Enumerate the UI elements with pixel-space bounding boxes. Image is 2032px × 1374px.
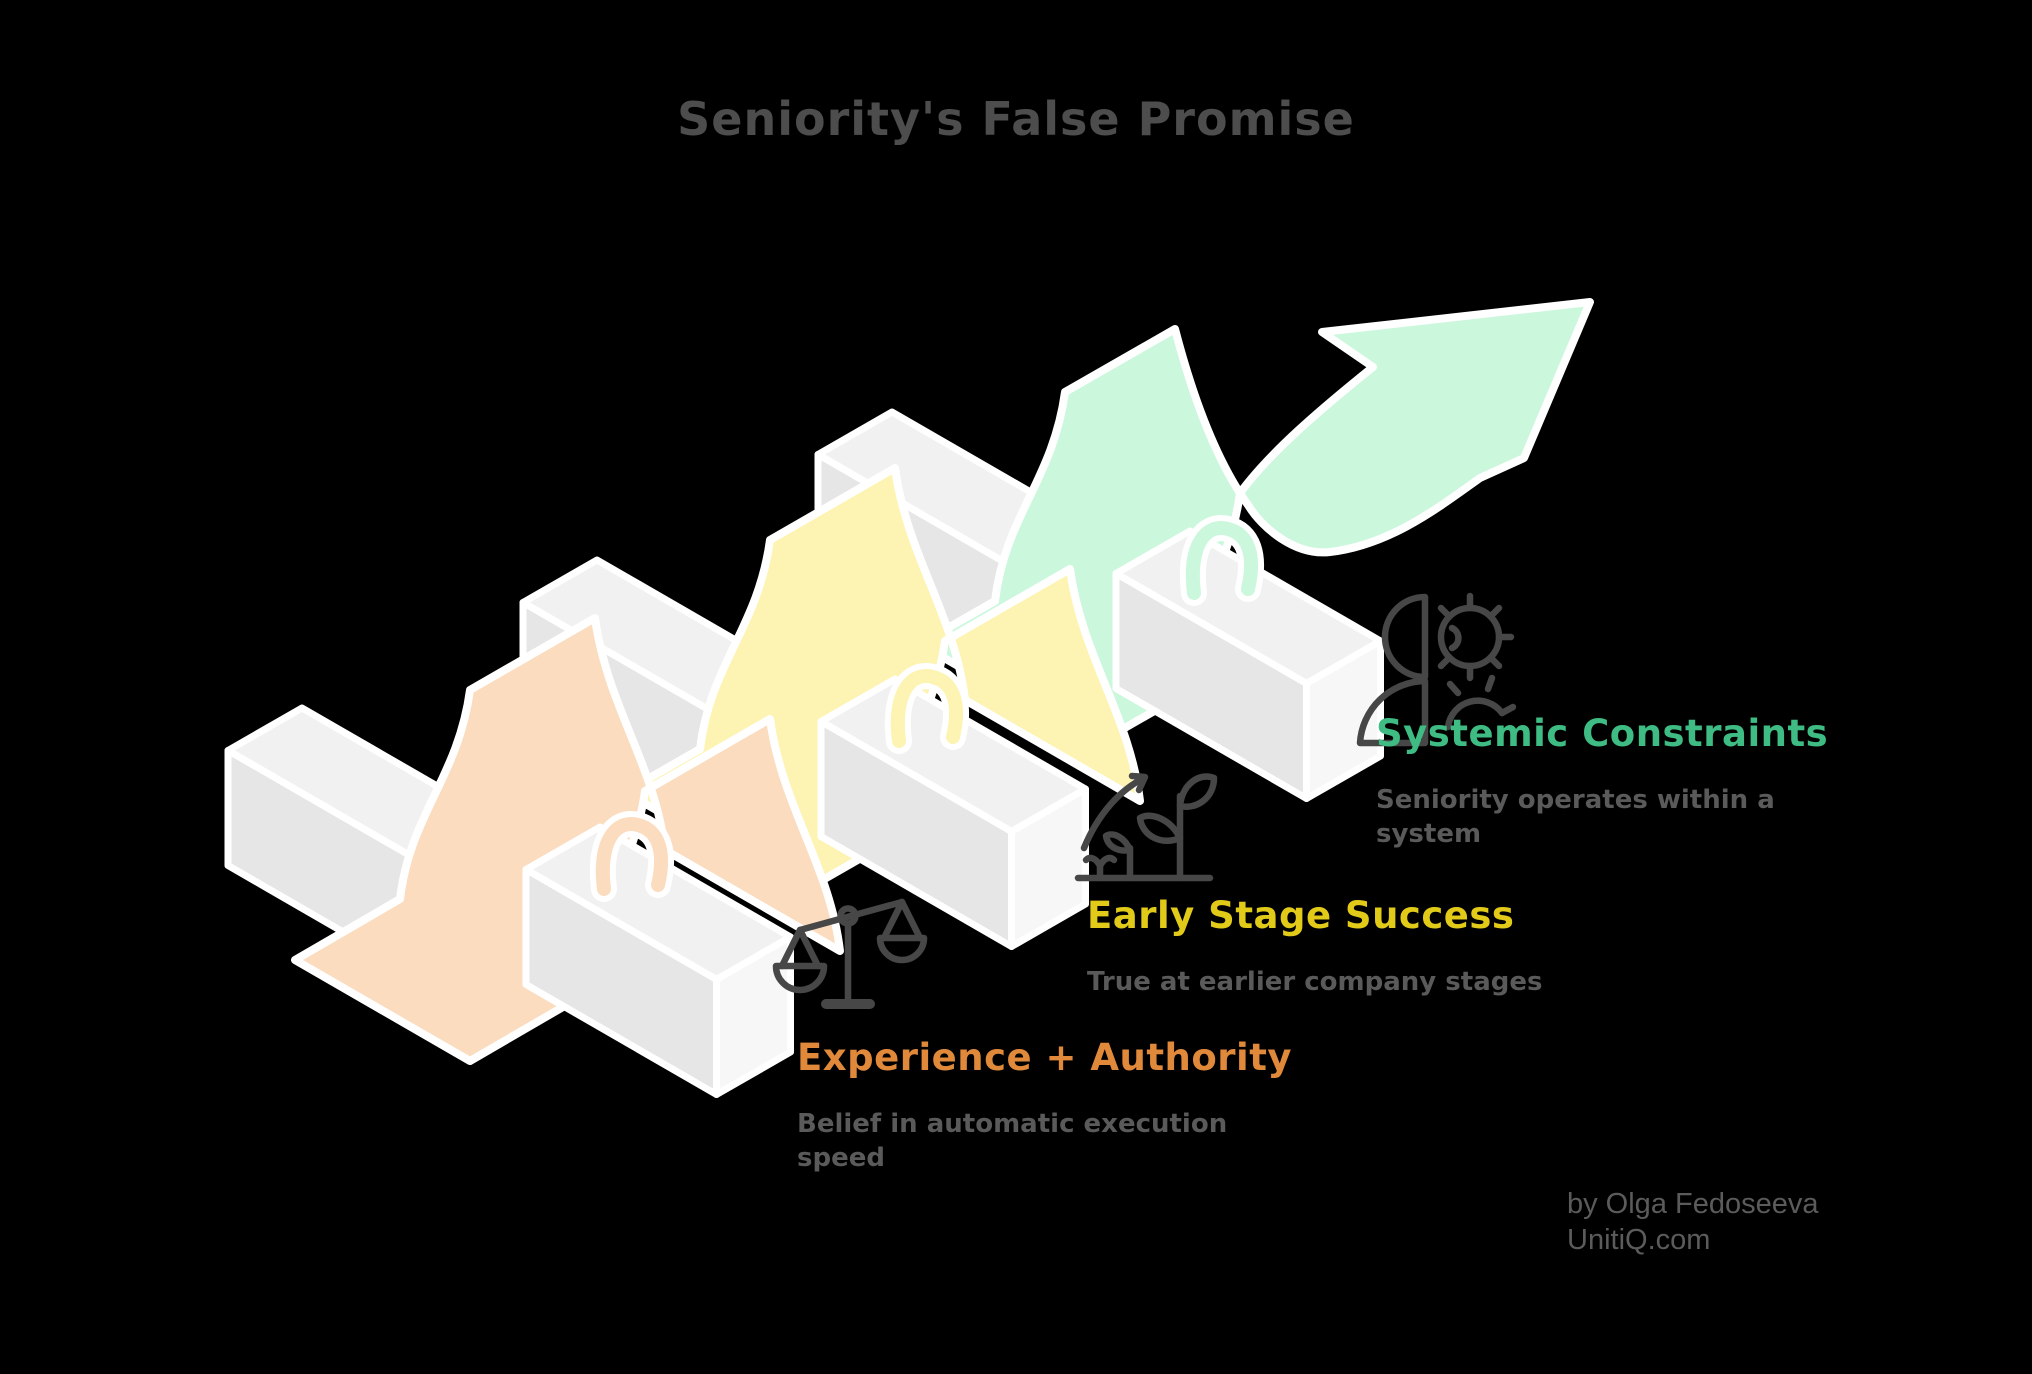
growth-plant-icon	[1074, 772, 1218, 882]
attribution-byline: by Olga Fedoseeva	[1567, 1188, 1819, 1220]
stage-early-success-description: True at earlier company stages	[1087, 967, 1543, 997]
attribution-site: UnitiQ.com	[1567, 1224, 1711, 1257]
stage-systemic-constraints-description: Seniority operates within a system	[1376, 785, 1775, 850]
stage-experience-description: Belief in automatic execution speed	[797, 1109, 1228, 1174]
ribbon-loop-2	[884, 663, 970, 754]
ribbon-loop-1	[589, 811, 675, 902]
ribbon-loop-3	[1179, 515, 1265, 606]
attribution: by Olga Fedoseeva UnitiQ.com	[1567, 1186, 1818, 1259]
stage-systemic-constraints-heading: Systemic Constraints	[1376, 712, 1829, 755]
stage-early-success: Early Stage Success True at earlier comp…	[1087, 894, 1542, 999]
stage-systemic-constraints: Systemic Constraints Seniority operates …	[1376, 712, 1836, 852]
page-title: Seniority's False Promise	[677, 92, 1355, 146]
stage-experience: Experience + Authority Belief in automat…	[797, 1036, 1292, 1176]
person-gear-icon	[1356, 592, 1517, 747]
stage-experience-heading: Experience + Authority	[797, 1036, 1293, 1079]
stage-early-success-heading: Early Stage Success	[1087, 894, 1515, 937]
balance-scale-icon	[772, 898, 928, 1009]
